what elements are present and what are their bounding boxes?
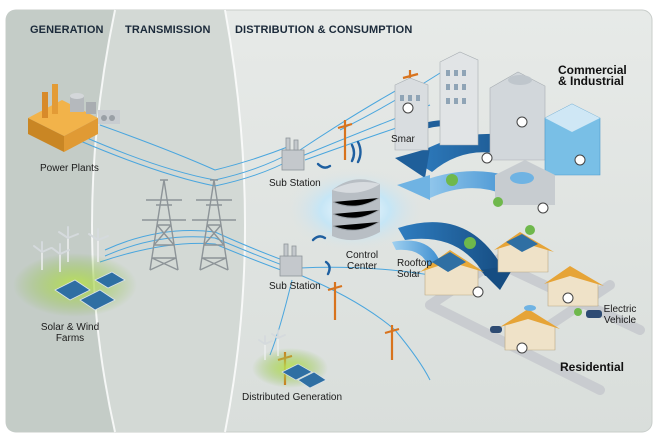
label-rooftop-line2: Solar [397,269,421,280]
label-commercial-line1: Commercial [558,63,627,77]
label-solar-wind-line1: Solar & Wind [40,322,100,333]
label-control-line1: Control [345,250,379,261]
label-residential: Residential [560,360,625,374]
signal-arcs [311,140,362,276]
label-control-center: Control Center [344,250,380,272]
substation-bottom-illustration [279,243,303,277]
trees [446,174,582,316]
label-smart: Smar [391,134,415,145]
label-rooftop-solar: Rooftop Solar [397,258,432,280]
residential-houses [420,232,604,351]
transmission-zone [92,10,245,432]
label-electric-line2: Vehicle [603,315,637,326]
distributed-generation-illustration [252,329,328,389]
label-power-plants: Power Plants [40,163,99,174]
label-rooftop-line1: Rooftop [397,258,433,269]
smart-meters [402,102,586,354]
header-generation: GENERATION [30,24,104,36]
control-center-building [332,179,380,241]
header-distribution-consumption: DISTRIBUTION & CONSUMPTION [235,24,413,36]
label-sub-station-bottom: Sub Station [269,281,321,292]
header-transmission: TRANSMISSION [125,24,211,36]
label-solar-wind-farms: Solar & Wind Farms [40,322,100,344]
transmission-towers [142,179,236,271]
label-commercial-industrial: Commercial & Industrial [558,63,627,88]
label-sub-station-top: Sub Station [269,178,321,189]
label-electric-vehicle: Electric Vehicle [598,304,642,326]
substation-top-illustration [281,137,305,171]
commercial-buildings [394,51,601,205]
label-control-line2: Center [346,261,377,272]
solar-wind-farm-illustration [13,226,137,317]
label-distributed-generation: Distributed Generation [242,392,343,403]
label-solar-wind-line2: Farms [55,333,85,344]
power-plant-illustration [28,84,120,152]
label-electric-line1: Electric [603,304,637,315]
label-commercial-line2: & Industrial [558,74,625,88]
